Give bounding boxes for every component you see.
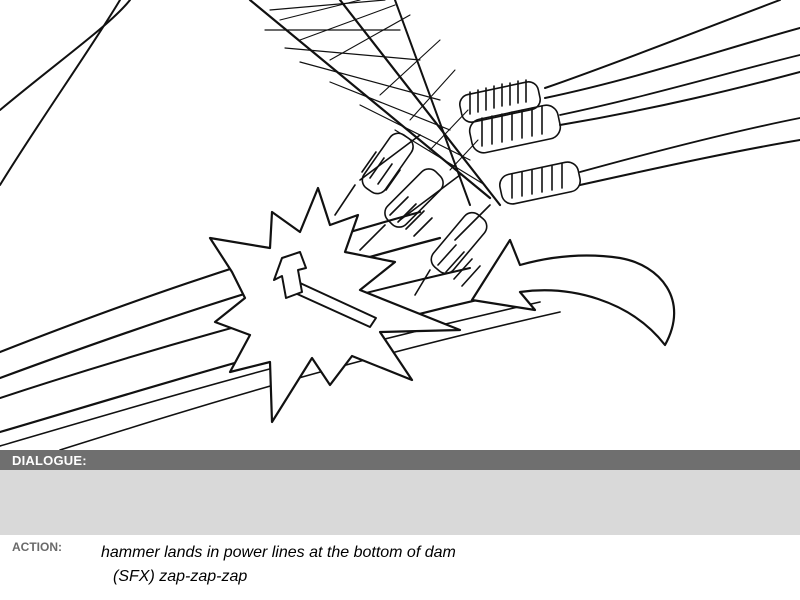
- sketch-illustration: [0, 0, 800, 450]
- action-text-line-1: hammer lands in power lines at the botto…: [101, 544, 456, 561]
- action-section: ACTION: hammer lands in power lines at t…: [0, 535, 800, 600]
- dialogue-label: DIALOGUE:: [12, 453, 87, 468]
- action-text-line-2: (SFX) zap-zap-zap: [113, 568, 248, 585]
- dialogue-text-area: [0, 470, 800, 535]
- storyboard-panel: [0, 0, 800, 450]
- action-label: ACTION:: [12, 540, 62, 554]
- dialogue-header-bar: DIALOGUE:: [0, 450, 800, 470]
